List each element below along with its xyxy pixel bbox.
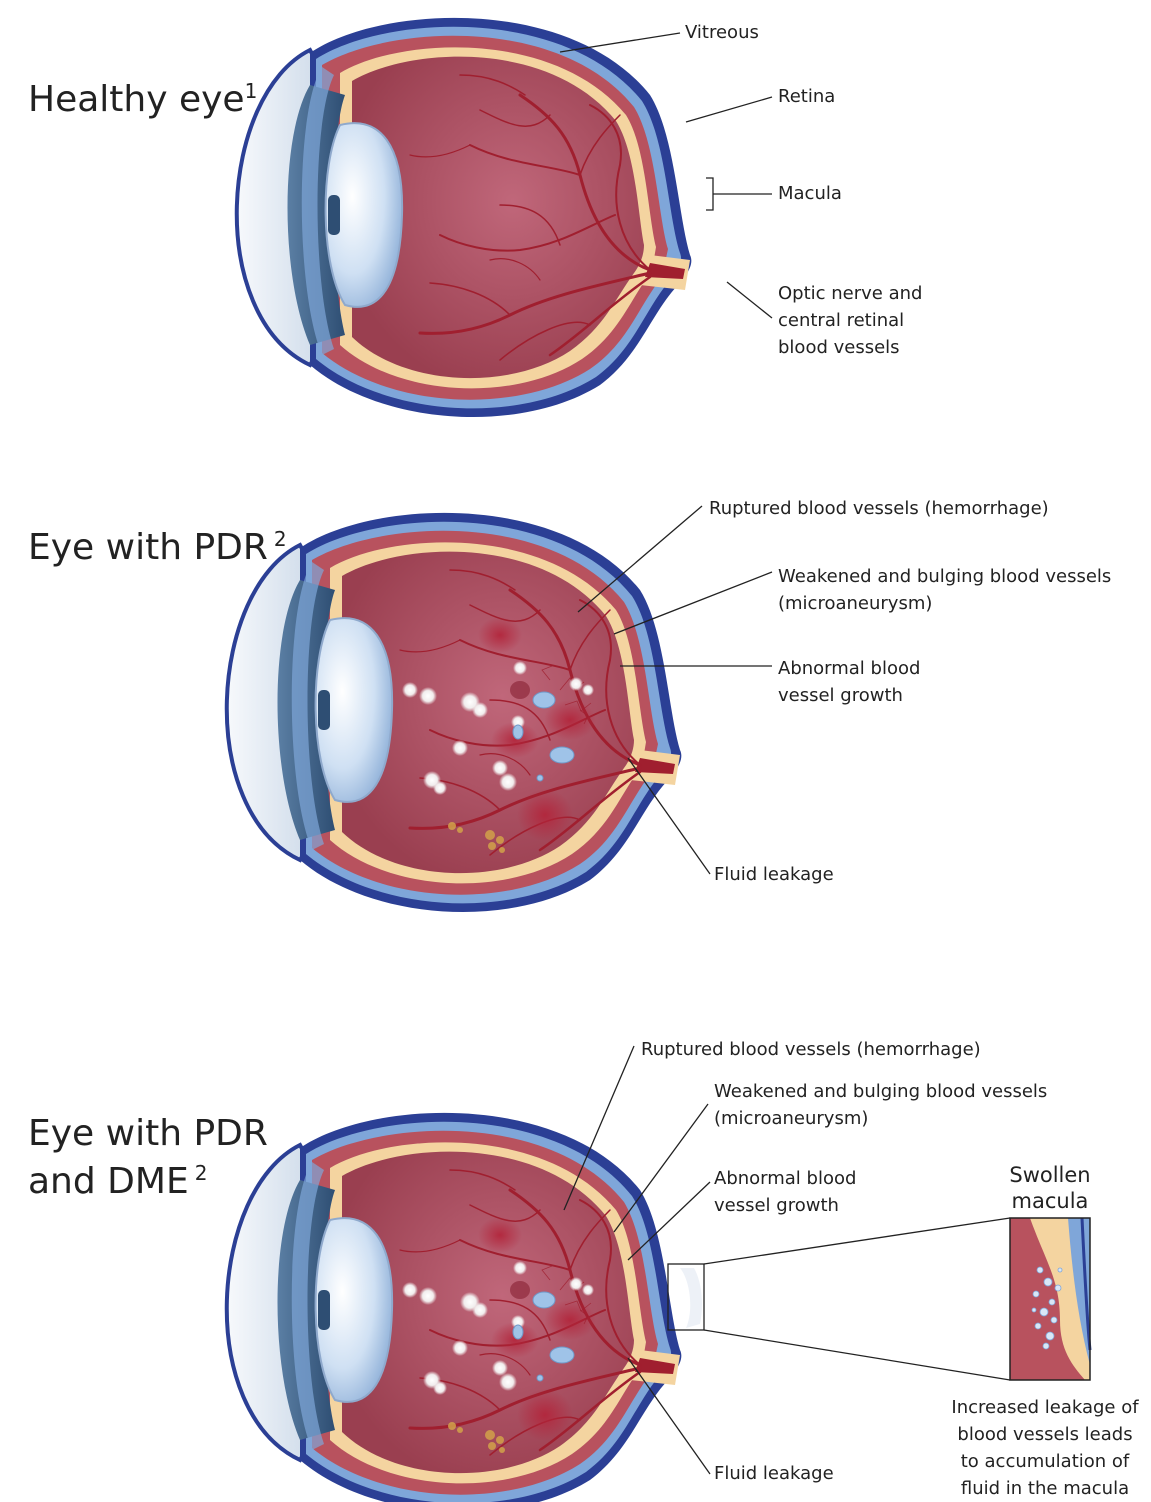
label-fluid-leakage: Fluid leakage [714, 861, 834, 888]
label-optic-nerve-line2: central retinal [778, 307, 904, 334]
label-increased-line3: to accumulation of [940, 1448, 1150, 1475]
label-abnormal-line2: vessel growth [714, 1192, 839, 1219]
label-increased-line4: fluid in the macula [940, 1475, 1150, 1502]
label-weakened-line1: Weakened and bulging blood vessels [714, 1078, 1047, 1105]
panel-healthy-eye: Healthy eye1 Vitreous Retina Macula Opti… [0, 0, 1151, 420]
label-optic-nerve-line3: blood vessels [778, 334, 900, 361]
label-retina: Retina [778, 83, 835, 110]
label-weakened-line1: Weakened and bulging blood vessels [778, 563, 1111, 590]
label-ruptured-vessels: Ruptured blood vessels (hemorrhage) [709, 495, 1049, 522]
label-increased-line1: Increased leakage of [940, 1394, 1150, 1421]
label-swollen-line1: Swollen [990, 1162, 1110, 1189]
swollen-macula-inset [1010, 1218, 1090, 1380]
healthy-eye-illustration [0, 0, 1151, 420]
label-increased-line2: blood vessels leads [940, 1421, 1150, 1448]
label-abnormal-line1: Abnormal blood [714, 1165, 856, 1192]
macula-swelling [668, 1264, 704, 1330]
label-abnormal-line2: vessel growth [778, 682, 903, 709]
label-ruptured-vessels: Ruptured blood vessels (hemorrhage) [641, 1036, 981, 1063]
pdr-eye-illustration [0, 480, 1151, 930]
label-swollen-line2: macula [990, 1188, 1110, 1215]
label-weakened-line2: (microaneurysm) [714, 1105, 868, 1132]
label-optic-nerve-line1: Optic nerve and [778, 280, 922, 307]
label-macula: Macula [778, 180, 842, 207]
label-weakened-line2: (microaneurysm) [778, 590, 932, 617]
label-abnormal-line1: Abnormal blood [778, 655, 920, 682]
label-vitreous: Vitreous [685, 19, 759, 46]
label-fluid-leakage: Fluid leakage [714, 1460, 834, 1487]
